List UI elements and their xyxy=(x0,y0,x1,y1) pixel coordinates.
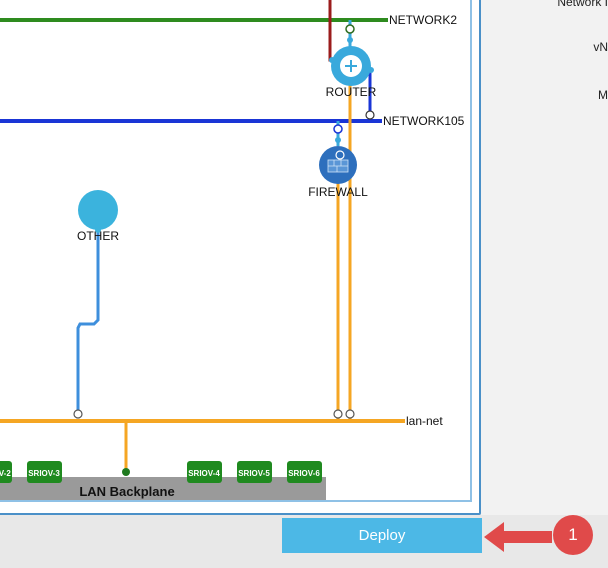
sriov-port-label: SRIOV-4 xyxy=(188,469,220,478)
sriov-port[interactable]: SRIOV-4 xyxy=(187,461,222,483)
sriov-port-label: SRIOV-3 xyxy=(28,469,60,478)
router-network105-port[interactable] xyxy=(365,110,375,120)
properties-panel: Network I vN M xyxy=(481,0,608,515)
router-uplink xyxy=(328,0,332,62)
lan-net-label: lan-net xyxy=(406,414,443,428)
router-label: ROUTER xyxy=(326,85,377,99)
firewall-label: FIREWALL xyxy=(308,185,368,199)
panel-label-vn: vN xyxy=(593,40,608,54)
topology-canvas[interactable] xyxy=(0,0,481,515)
topology-diagram[interactable]: NETWORK2 NETWORK105 ROUTER xyxy=(0,0,480,515)
other-lan-link xyxy=(76,230,100,416)
firewall-lan-port[interactable] xyxy=(333,409,343,419)
router-node[interactable] xyxy=(329,46,374,86)
sriov-port-label: SRIOV-5 xyxy=(238,469,270,478)
firewall-network105-dot xyxy=(335,137,341,143)
router-icon xyxy=(345,60,357,72)
lan-backplane-label: LAN Backplane xyxy=(79,484,174,499)
router-network2-port[interactable] xyxy=(345,24,355,34)
deploy-button[interactable]: Deploy xyxy=(282,518,482,553)
router-lan-port[interactable] xyxy=(345,409,355,419)
network2-label: NETWORK2 xyxy=(389,13,457,27)
panel-label-network: Network I xyxy=(557,0,608,9)
backplane-port[interactable] xyxy=(122,468,130,476)
other-label: OTHER xyxy=(77,229,119,243)
router-network2-dot xyxy=(347,37,353,43)
network105-label: NETWORK105 xyxy=(383,114,465,128)
annotation-arrow-icon xyxy=(484,522,552,552)
sriov-port-label: SRIOV-6 xyxy=(288,469,320,478)
sriov-port-label: SRIOV-2 xyxy=(0,469,11,478)
other-node[interactable] xyxy=(78,190,118,233)
sriov-port[interactable]: SRIOV-3 xyxy=(27,461,62,483)
sriov-port[interactable]: SRIOV-6 xyxy=(287,461,322,483)
other-lan-port[interactable] xyxy=(73,409,83,419)
sriov-port[interactable]: SRIOV-2 xyxy=(0,461,12,483)
firewall-node[interactable] xyxy=(319,146,357,184)
panel-label-m: M xyxy=(598,88,608,102)
firewall-icon xyxy=(327,150,349,173)
sriov-port[interactable]: SRIOV-5 xyxy=(237,461,272,483)
step-badge: 1 xyxy=(553,515,593,555)
firewall-network105-port[interactable] xyxy=(333,124,343,134)
